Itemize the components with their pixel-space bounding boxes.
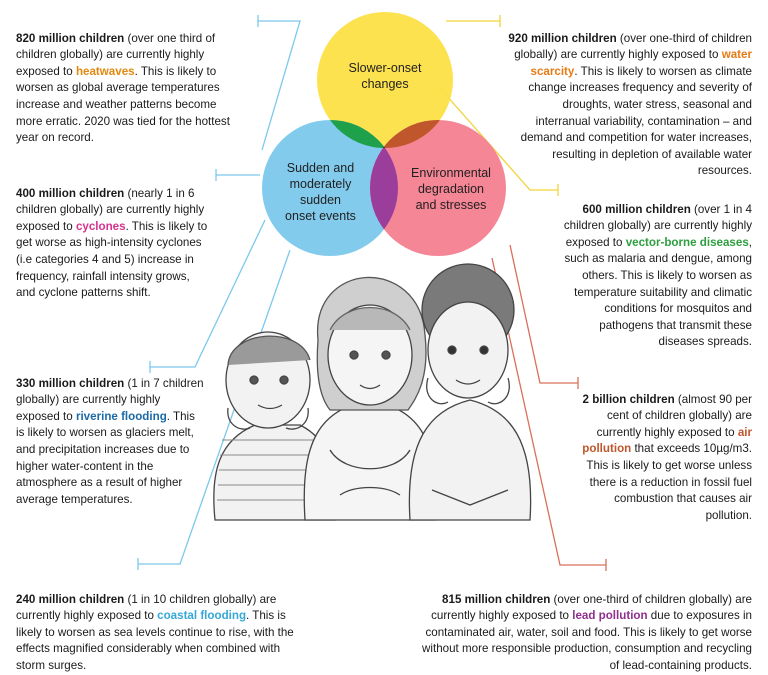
child-right xyxy=(408,263,532,521)
heatwaves-text: 820 million children (over one third of … xyxy=(16,14,244,147)
water-pre: (over one-third of children globally) ar… xyxy=(514,31,752,62)
venn-label-sudden: Sudden and moderately sudden onset event… xyxy=(285,161,356,223)
riverine-hazard: riverine flooding xyxy=(75,409,167,423)
riverine-count: 330 million children xyxy=(16,376,125,390)
lead-count: 815 million children xyxy=(442,592,551,606)
lead-text: 815 million children (over one-third of … xyxy=(420,575,752,675)
water-count: 920 million children xyxy=(508,31,617,45)
venn-circle-slower xyxy=(317,12,453,148)
riverine-post: . This is likely to worsen as glaciers m… xyxy=(16,409,195,506)
child-left xyxy=(213,331,337,521)
vector-post: , such as malaria and dengue, among othe… xyxy=(564,235,752,349)
heatwaves-count: 820 million children xyxy=(16,31,125,45)
cyclones-count: 400 million children xyxy=(16,186,125,200)
lead-pre: (over one-third of children globally) ar… xyxy=(431,592,752,623)
air-count: 2 billion children xyxy=(582,392,675,406)
water-text: 920 million children (over one-third of … xyxy=(508,14,752,180)
riverine-text: 330 million children (1 in 7 children gl… xyxy=(16,359,204,508)
connector-lead xyxy=(491,257,606,566)
vector-text: 600 million children (over 1 in 4 childr… xyxy=(562,185,752,351)
vector-count: 600 million children xyxy=(582,202,691,216)
venn-circle-sudden xyxy=(262,120,398,256)
heatwaves-hazard: heatwaves xyxy=(75,64,135,78)
venn-circle-env xyxy=(370,120,506,256)
cyclones-hazard: cyclones xyxy=(75,219,126,233)
venn-label-env: Environmental degradation and stresses xyxy=(411,166,491,212)
connector-riverine xyxy=(150,219,266,368)
cyclones-post: . This is likely to get worse as high-in… xyxy=(16,219,208,300)
venn-label-slower: Slower-onset changes xyxy=(348,61,422,91)
coastal-pre: (1 in 10 children globally) are currentl… xyxy=(16,592,277,623)
child-middle xyxy=(303,276,437,521)
lead-hazard: lead pollution xyxy=(572,609,648,623)
air-text: 2 billion children (almost 90 per cent o… xyxy=(582,375,752,524)
vector-hazard: vector-borne diseases xyxy=(625,235,749,249)
coastal-hazard: coastal flooding xyxy=(157,609,247,623)
cyclones-pre: (nearly 1 in 6 children globally) are cu… xyxy=(16,186,205,233)
connector-air xyxy=(509,244,578,384)
water-post: . This is likely to worsen as climate ch… xyxy=(520,64,752,178)
heatwaves-post: . This is likely to worsen as global ave… xyxy=(16,64,230,145)
riverine-pre: (1 in 7 children globally) are currently… xyxy=(16,376,204,423)
connector-vector xyxy=(437,85,558,191)
water-hazard: water scarcity xyxy=(530,48,752,78)
air-pre: (almost 90 per cent of children globally… xyxy=(596,392,752,439)
coastal-text: 240 million children (1 in 10 children g… xyxy=(16,575,296,675)
connector-heatwaves xyxy=(258,20,301,151)
vector-pre: (over 1 in 4 children globally) are curr… xyxy=(563,202,752,249)
coastal-count: 240 million children xyxy=(16,592,125,606)
air-hazard: air pollution xyxy=(582,425,752,456)
heatwaves-pre: (over one third of children globally) ar… xyxy=(16,31,216,78)
air-post: that exceeds 10µg/m3. This is likely to … xyxy=(586,442,752,522)
cyclones-text: 400 million children (nearly 1 in 6 chil… xyxy=(16,169,211,302)
